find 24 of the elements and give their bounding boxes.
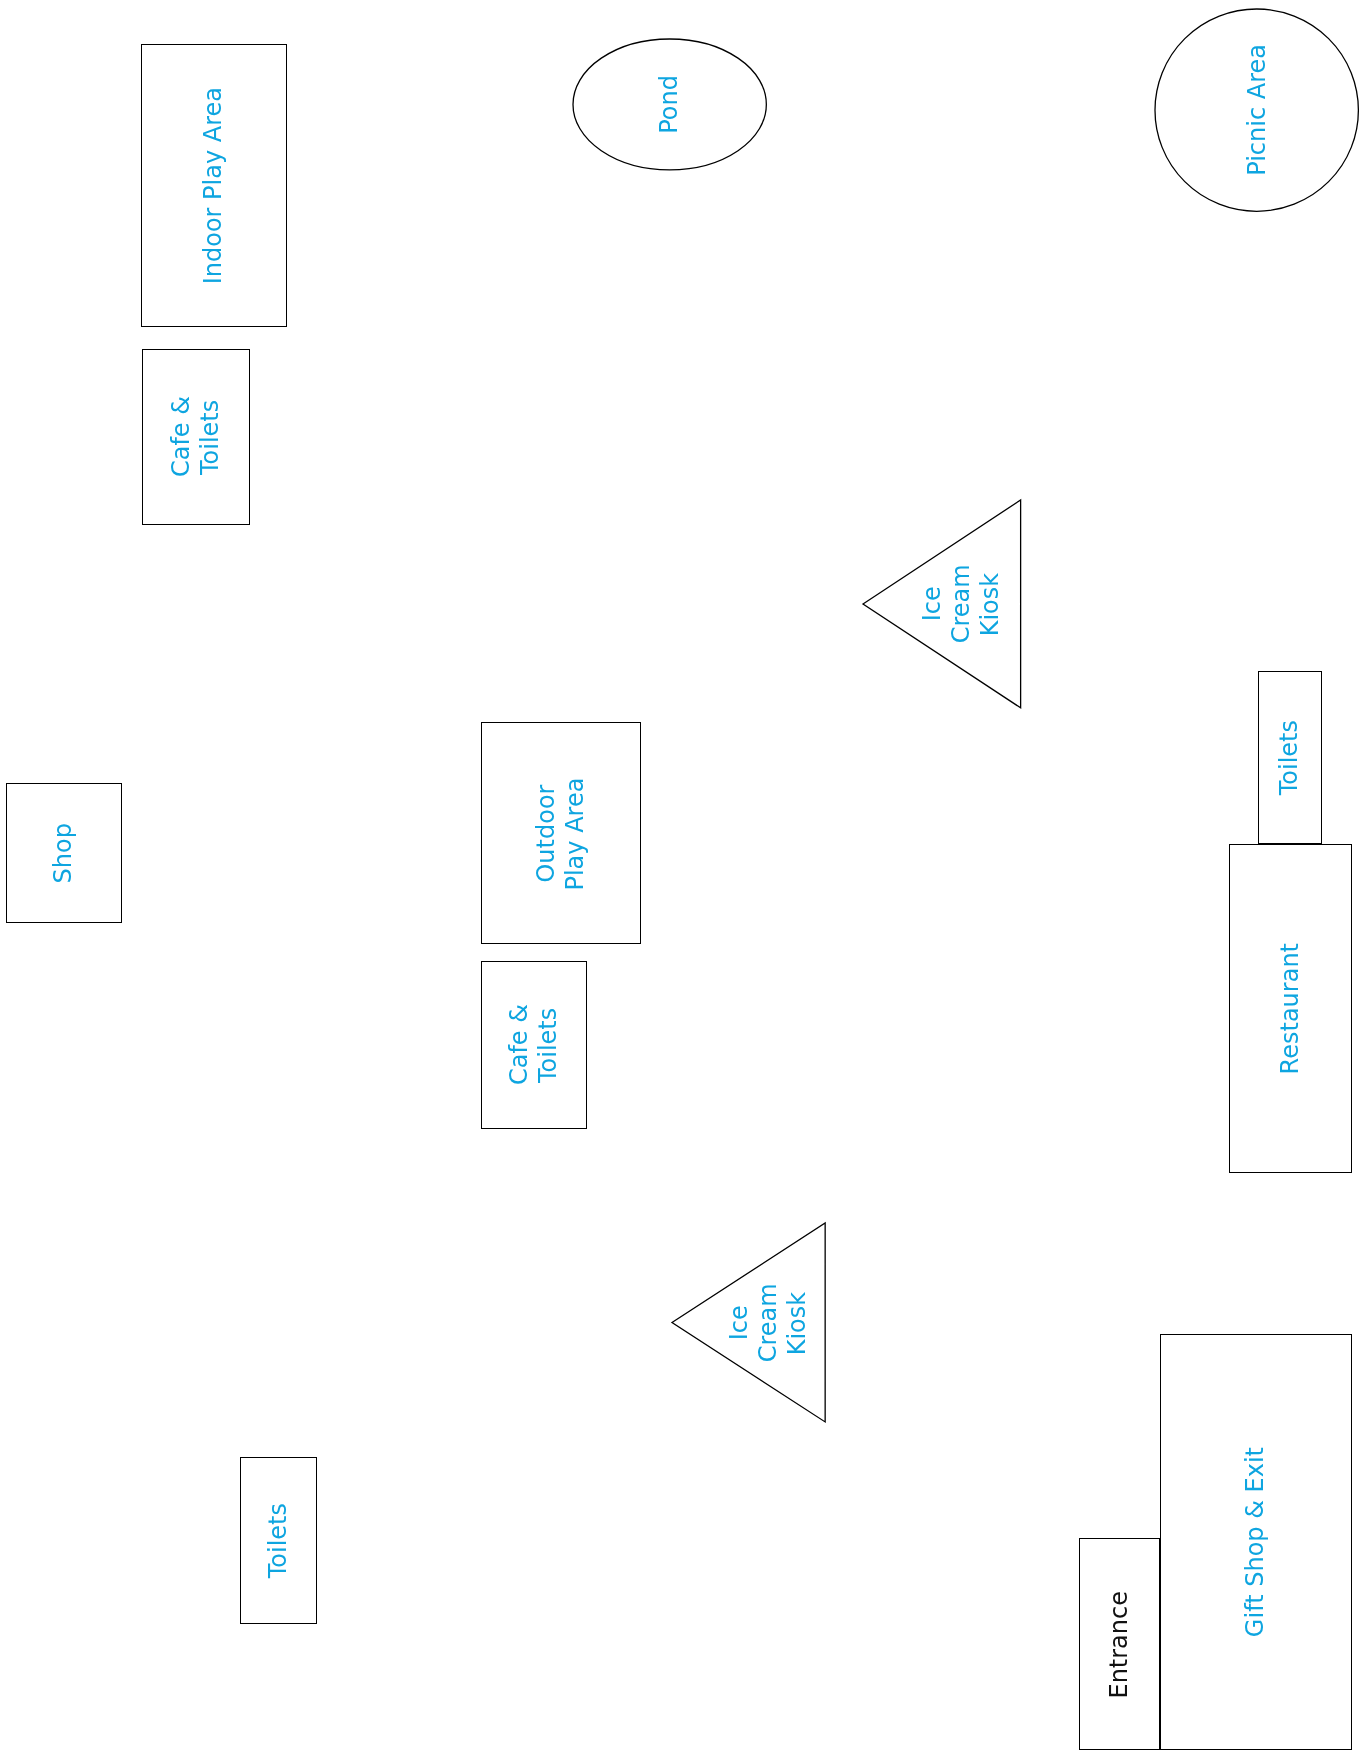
area-rectangle — [5, 782, 122, 924]
area-rectangle — [140, 43, 287, 328]
area-rectangle — [481, 961, 588, 1129]
area-label: Cafe & Toilets — [167, 395, 225, 480]
area-rectangle — [1229, 843, 1352, 1174]
area-label: Indoor Play Area — [199, 86, 229, 284]
area-label: Pond — [654, 75, 684, 134]
area-rectangle — [481, 722, 641, 945]
area-label: Gift Shop & Exit — [1241, 1447, 1271, 1638]
area-rectangle — [141, 349, 251, 525]
area-rectangle — [1159, 1333, 1352, 1751]
area-rectangle — [240, 1456, 317, 1625]
area-label: Shop — [49, 822, 78, 883]
area-label: Toilets — [1275, 719, 1305, 796]
area-label: Ice Cream Kiosk — [725, 1282, 812, 1363]
area-label: Outdoor Play Area — [532, 775, 590, 892]
area-label: Picnic Area — [1242, 44, 1272, 176]
area-label: Restaurant — [1276, 942, 1305, 1075]
area-label: Cafe & Toilets — [505, 1003, 563, 1088]
area-rectangle — [1079, 1538, 1160, 1751]
area-label: Toilets — [264, 1502, 293, 1579]
area-label: Ice Cream Kiosk — [918, 563, 1005, 645]
area-label: Entrance — [1105, 1590, 1135, 1699]
area-rectangle — [1258, 670, 1322, 844]
